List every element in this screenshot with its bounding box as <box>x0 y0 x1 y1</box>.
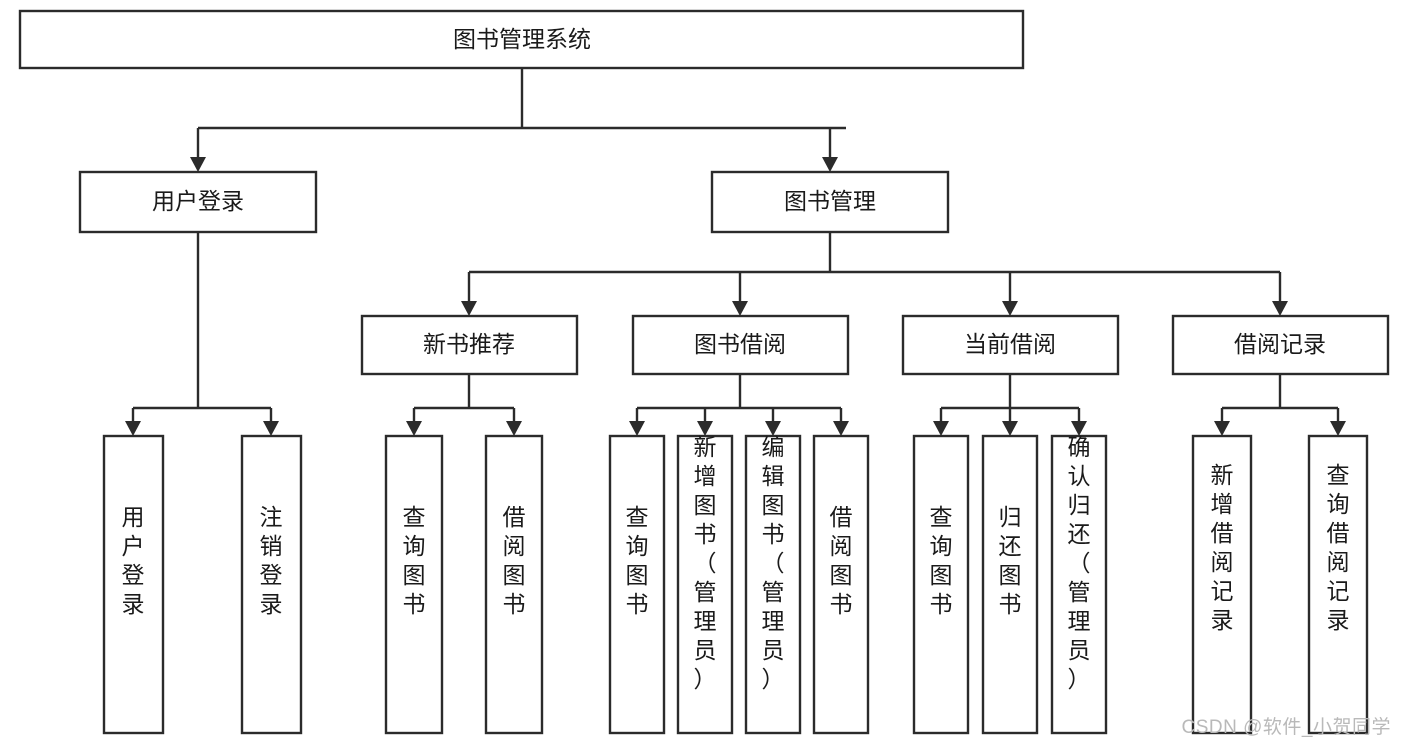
node-root-box[interactable] <box>18 9 1025 70</box>
node-leaf-return-book[interactable]: 归还图书 <box>981 434 1039 735</box>
node-new-book-rec[interactable]: 新书推荐 <box>360 314 579 376</box>
node-leaf-borrow-book-a[interactable]: 借阅图书 <box>484 434 544 735</box>
node-leaf-return-book-label: 归还图书 <box>999 504 1022 617</box>
node-leaf-add-record-box[interactable] <box>1191 434 1253 735</box>
node-current-borrow-box[interactable] <box>901 314 1120 376</box>
node-leaf-query-book-c-label: 查询图书 <box>930 504 953 617</box>
node-leaf-query-book-b[interactable]: 查询图书 <box>608 434 666 735</box>
arrow-to-borrow-record <box>1272 301 1288 316</box>
node-leaf-confirm-return-box[interactable] <box>1050 434 1108 735</box>
arrow-to-leaf-borrow-book-b <box>833 421 849 436</box>
node-leaf-query-book-b-label: 查询图书 <box>626 504 649 617</box>
node-user-login-label: 用户登录 <box>152 188 244 214</box>
node-user-login[interactable]: 用户登录 <box>78 170 318 234</box>
node-new-book-rec-label: 新书推荐 <box>423 331 515 357</box>
node-book-manage-label: 图书管理 <box>784 188 876 214</box>
node-leaf-query-record-label: 查询借阅记录 <box>1327 462 1350 633</box>
node-leaf-query-book-a[interactable]: 查询图书 <box>384 434 444 735</box>
node-book-manage-box[interactable] <box>710 170 950 234</box>
arrow-to-leaf-query-book-b <box>629 421 645 436</box>
node-book-borrow-box[interactable] <box>631 314 850 376</box>
arrow-to-leaf-add-record <box>1214 421 1230 436</box>
node-leaf-query-record[interactable]: 查询借阅记录 <box>1307 434 1369 735</box>
node-current-borrow-label: 当前借阅 <box>964 331 1056 357</box>
node-leaf-query-record-box[interactable] <box>1307 434 1369 735</box>
node-leaf-add-book[interactable]: 新增图书（管理员） <box>676 434 734 735</box>
arrow-to-leaf-logout <box>263 421 279 436</box>
arrow-to-leaf-add-book <box>697 421 713 436</box>
node-leaf-edit-book[interactable]: 编辑图书（管理员） <box>744 434 802 735</box>
arrow-to-leaf-edit-book <box>765 421 781 436</box>
node-leaf-confirm-return[interactable]: 确认归还（管理员） <box>1050 434 1108 735</box>
node-borrow-record[interactable]: 借阅记录 <box>1171 314 1390 376</box>
node-leaf-edit-book-box[interactable] <box>744 434 802 735</box>
node-leaf-query-book-a-box[interactable] <box>384 434 444 735</box>
node-book-manage[interactable]: 图书管理 <box>710 170 950 234</box>
node-leaf-edit-book-label: 编辑图书（管理员） <box>762 434 785 692</box>
node-leaf-add-record-label: 新增借阅记录 <box>1211 462 1234 633</box>
node-leaf-user-login-box[interactable] <box>102 434 165 735</box>
connector-layer <box>125 68 1346 436</box>
node-leaf-query-book-c[interactable]: 查询图书 <box>912 434 970 735</box>
arrow-to-leaf-return-book <box>1002 421 1018 436</box>
node-leaf-query-book-a-label: 查询图书 <box>403 504 426 617</box>
node-book-borrow-label: 图书借阅 <box>694 331 786 357</box>
arrow-to-leaf-user-login <box>125 421 141 436</box>
node-leaf-add-book-label: 新增图书（管理员） <box>694 434 717 692</box>
node-leaf-borrow-book-b[interactable]: 借阅图书 <box>812 434 870 735</box>
node-leaf-add-record[interactable]: 新增借阅记录 <box>1191 434 1253 735</box>
node-leaf-return-book-box[interactable] <box>981 434 1039 735</box>
arrow-to-leaf-query-record <box>1330 421 1346 436</box>
node-root-label: 图书管理系统 <box>453 26 591 52</box>
node-leaf-borrow-book-a-label: 借阅图书 <box>503 504 526 617</box>
node-leaf-borrow-book-b-label: 借阅图书 <box>830 504 853 617</box>
node-new-book-rec-box[interactable] <box>360 314 579 376</box>
node-book-borrow[interactable]: 图书借阅 <box>631 314 850 376</box>
node-leaf-logout-box[interactable] <box>240 434 303 735</box>
arrow-to-new-book-rec <box>461 301 477 316</box>
node-user-login-box[interactable] <box>78 170 318 234</box>
node-leaf-logout[interactable]: 注销登录 <box>240 434 303 735</box>
arrow-to-leaf-borrow-book-a <box>506 421 522 436</box>
node-borrow-record-box[interactable] <box>1171 314 1390 376</box>
node-leaf-borrow-book-a-box[interactable] <box>484 434 544 735</box>
node-borrow-record-label: 借阅记录 <box>1234 331 1326 357</box>
arrow-to-book-borrow <box>732 301 748 316</box>
arrow-to-leaf-query-book-c <box>933 421 949 436</box>
node-leaf-user-login[interactable]: 用户登录 <box>102 434 165 735</box>
node-leaf-query-book-b-box[interactable] <box>608 434 666 735</box>
node-root[interactable]: 图书管理系统 <box>18 9 1025 70</box>
arrow-to-book-manage <box>822 157 838 172</box>
arrow-to-leaf-confirm-return <box>1071 421 1087 436</box>
arrow-to-current-borrow <box>1002 301 1018 316</box>
node-leaf-confirm-return-label: 确认归还（管理员） <box>1068 434 1091 692</box>
node-leaf-query-book-c-box[interactable] <box>912 434 970 735</box>
node-leaf-logout-label: 注销登录 <box>260 504 283 617</box>
node-leaf-user-login-label: 用户登录 <box>122 504 145 617</box>
arrow-to-leaf-query-book-a <box>406 421 422 436</box>
node-leaf-borrow-book-b-box[interactable] <box>812 434 870 735</box>
node-current-borrow[interactable]: 当前借阅 <box>901 314 1120 376</box>
node-leaf-add-book-box[interactable] <box>676 434 734 735</box>
arrow-to-user-login <box>190 157 206 172</box>
